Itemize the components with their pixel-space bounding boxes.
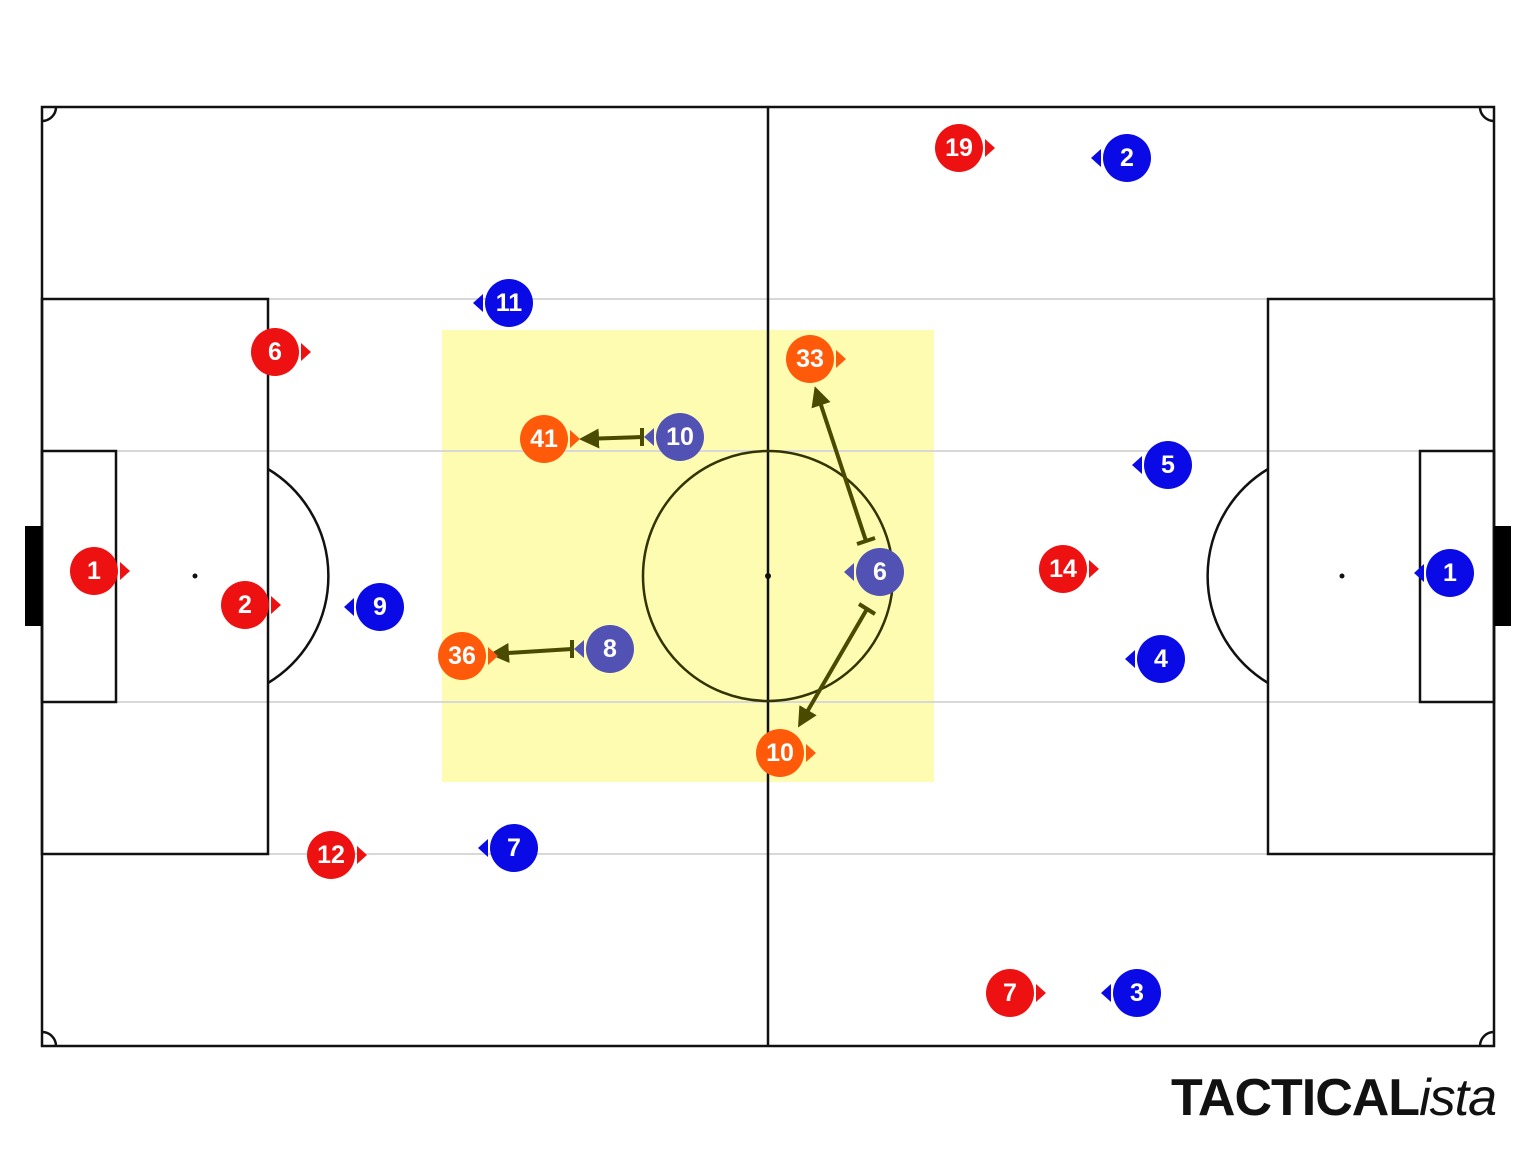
player-number: 11 xyxy=(496,289,523,317)
player-number: 10 xyxy=(666,423,694,451)
logo-bold-text: TACTICAL xyxy=(1170,1069,1420,1127)
player-number: 10 xyxy=(766,739,794,767)
player-blue-2[interactable]: 2 xyxy=(1091,134,1151,182)
tacticalista-logo: TACTICALista xyxy=(1170,1068,1497,1128)
player-number: 8 xyxy=(603,635,617,663)
player-red-7[interactable]: 7 xyxy=(986,969,1046,1017)
player-blue-11[interactable]: 11 xyxy=(473,279,533,327)
player-number: 6 xyxy=(873,558,887,586)
left-penalty-spot xyxy=(192,573,198,579)
player-red-19[interactable]: 19 xyxy=(935,124,995,172)
player-number: 6 xyxy=(268,338,282,366)
centre-spot xyxy=(765,573,771,579)
player-number: 2 xyxy=(1120,144,1134,172)
player-number: 4 xyxy=(1154,645,1168,673)
player-blue-4[interactable]: 4 xyxy=(1125,635,1185,683)
player-red-6[interactable]: 6 xyxy=(251,328,311,376)
arrow-purple6-to-orange33 xyxy=(811,386,876,546)
player-number: 14 xyxy=(1049,555,1077,583)
player-number: 7 xyxy=(1003,979,1017,1007)
left-goal xyxy=(25,526,42,626)
corner-arc-bottom-left xyxy=(41,1030,58,1047)
orange-highlighted-players: 33 41 36 10 xyxy=(438,335,846,777)
player-blue-9[interactable]: 9 xyxy=(344,583,404,631)
player-number: 19 xyxy=(945,134,973,162)
player-number: 5 xyxy=(1161,451,1175,479)
player-number: 7 xyxy=(507,834,521,862)
purple-highlighted-players: 10 8 6 xyxy=(574,413,904,673)
logo-italic-text: ista xyxy=(1419,1069,1497,1127)
player-number: 12 xyxy=(317,841,345,869)
arrow-purple8-to-orange36 xyxy=(489,640,574,663)
corner-arc-bottom-right xyxy=(1478,1030,1495,1047)
player-purple-6[interactable]: 6 xyxy=(844,548,904,596)
player-purple-10[interactable]: 10 xyxy=(644,413,704,461)
player-orange-36[interactable]: 36 xyxy=(438,632,498,680)
player-number: 2 xyxy=(238,591,252,619)
player-number: 9 xyxy=(373,593,387,621)
blue-team: 1 2 3 4 5 7 9 xyxy=(344,134,1474,1017)
right-goal xyxy=(1494,526,1511,626)
player-red-2[interactable]: 2 xyxy=(221,581,281,629)
player-number: 1 xyxy=(87,557,101,585)
player-orange-10[interactable]: 10 xyxy=(756,729,816,777)
right-penalty-spot xyxy=(1339,573,1345,579)
arrow-purple10-to-orange41 xyxy=(579,428,644,449)
player-purple-8[interactable]: 8 xyxy=(574,625,634,673)
player-red-12[interactable]: 12 xyxy=(307,831,367,879)
arrow-purple6-to-orange10 xyxy=(797,602,877,728)
left-penalty-arc xyxy=(267,467,330,685)
player-number: 41 xyxy=(530,425,558,453)
player-number: 3 xyxy=(1130,979,1144,1007)
player-number: 1 xyxy=(1443,559,1457,587)
corner-arc-top-left xyxy=(41,106,58,123)
player-blue-1[interactable]: 1 xyxy=(1414,549,1474,597)
pressing-arrows xyxy=(489,386,877,728)
player-red-1[interactable]: 1 xyxy=(70,547,130,595)
player-orange-33[interactable]: 33 xyxy=(786,335,846,383)
player-orange-41[interactable]: 41 xyxy=(520,415,580,463)
player-number: 33 xyxy=(796,345,824,373)
right-penalty-arc xyxy=(1206,467,1269,685)
pressing-zone xyxy=(442,330,934,782)
red-team: 1 2 6 12 19 14 7 xyxy=(70,124,1099,1017)
player-blue-7[interactable]: 7 xyxy=(478,824,538,872)
player-red-14[interactable]: 14 xyxy=(1039,545,1099,593)
player-blue-5[interactable]: 5 xyxy=(1132,441,1192,489)
corner-arc-top-right xyxy=(1478,106,1495,123)
player-blue-3[interactable]: 3 xyxy=(1101,969,1161,1017)
player-number: 36 xyxy=(448,642,476,670)
